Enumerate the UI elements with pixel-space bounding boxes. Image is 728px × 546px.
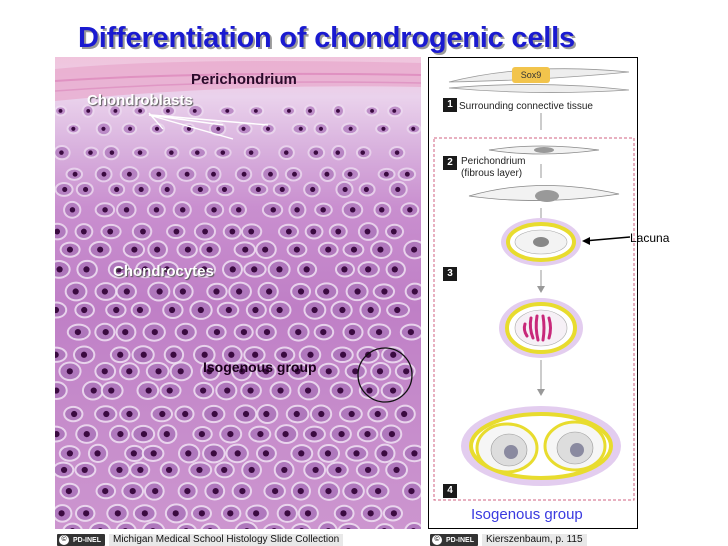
sox9-badge: Sox9 <box>512 67 550 83</box>
isogenous-group-circle <box>357 347 413 403</box>
step-1-badge: 1 <box>443 98 457 112</box>
lacuna-label: Lacuna <box>630 231 670 245</box>
credit-left: ©PD-INEL Michigan Medical School Histolo… <box>57 533 344 546</box>
chondrogenesis-diagram: Sox9 1 Surrounding connective tissue 2 P… <box>428 57 638 529</box>
micrograph-cells <box>55 61 421 529</box>
chondroblast-arrows <box>148 112 269 140</box>
credit-right: ©PD-INEL Kierszenbaum, p. 115 <box>430 533 587 546</box>
step-2-text-line1: Perichondrium <box>461 156 526 167</box>
step-4-badge: 4 <box>443 484 457 498</box>
license-badge-right: ©PD-INEL <box>430 534 478 546</box>
lacuna-arrow <box>582 236 631 245</box>
diagram-drawing <box>433 68 635 501</box>
credit-left-text: Michigan Medical School Histology Slide … <box>109 534 344 546</box>
cc-icon: © <box>432 535 442 545</box>
credit-right-text: Kierszenbaum, p. 115 <box>482 534 587 546</box>
step-1-text: Surrounding connective tissue <box>459 101 593 112</box>
step-2-badge: 2 <box>443 156 457 170</box>
step-2-text-line2: (fibrous layer) <box>461 168 523 179</box>
label-perichondrium: Perichondrium <box>191 71 297 88</box>
cartilage-micrograph: Perichondrium Chondroblasts Chondrocytes… <box>55 57 421 529</box>
page-title: Differentiation of chondrogenic cells <box>78 22 575 54</box>
dashed-stage-box <box>433 137 635 501</box>
license-badge-left: ©PD-INEL <box>57 534 105 546</box>
diagram-isogenous-group-label: Isogenous group <box>471 506 583 523</box>
step-3-badge: 3 <box>443 267 457 281</box>
label-isogenous-group: Isogenous group <box>203 359 317 375</box>
label-chondrocytes: Chondrocytes <box>113 263 214 280</box>
label-chondroblasts: Chondroblasts <box>87 92 193 109</box>
cc-icon: © <box>59 535 69 545</box>
